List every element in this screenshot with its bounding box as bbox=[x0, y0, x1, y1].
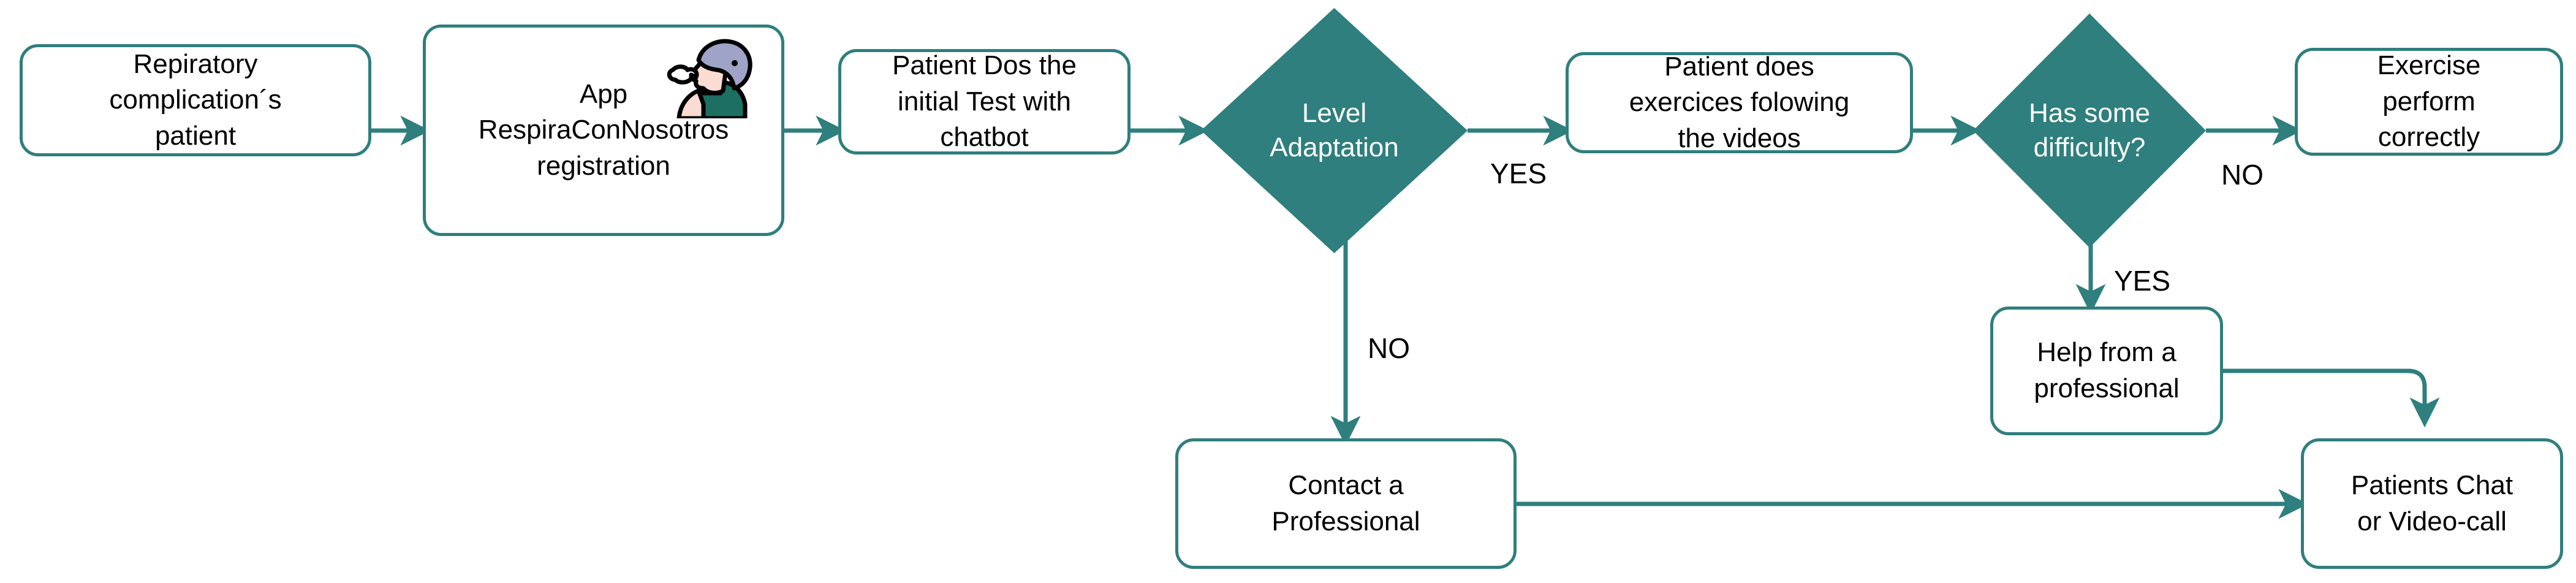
node-level-adaptation[interactable]: Level Adaptation bbox=[1201, 8, 1468, 253]
node-exercise-correct[interactable]: Exercise perform correctly bbox=[2295, 48, 2563, 156]
edge-label-level-no: NO bbox=[1368, 332, 1410, 364]
edge-label-level-yes: YES bbox=[1490, 158, 1547, 189]
edge-label-difficulty-no: NO bbox=[2221, 159, 2263, 191]
edge-help-to-chat bbox=[2223, 368, 2440, 428]
node-does-exercises[interactable]: Patient does exercices folowing the vide… bbox=[1566, 51, 1913, 153]
node-app-registration-label: App RespiraConNosotros registration bbox=[478, 78, 729, 181]
node-contact-professional[interactable]: Contact a Professional bbox=[1175, 438, 1517, 569]
node-exercise-correct-label: Exercise perform correctly bbox=[2377, 50, 2481, 153]
node-start[interactable]: Repiratory complication´s patient bbox=[20, 44, 371, 156]
edge-label-difficulty-yes: YES bbox=[2114, 265, 2171, 297]
node-does-exercises-label: Patient does exercices folowing the vide… bbox=[1629, 51, 1850, 153]
node-contact-professional-label: Contact a Professional bbox=[1271, 470, 1420, 536]
node-start-label: Repiratory complication´s patient bbox=[109, 48, 282, 151]
node-level-adaptation-label: Level Adaptation bbox=[1270, 97, 1399, 162]
breathing-person-icon bbox=[667, 39, 752, 118]
node-help-professional[interactable]: Help from a professional bbox=[1990, 307, 2223, 435]
node-initial-test[interactable]: Patient Dos the initial Test with chatbo… bbox=[838, 49, 1131, 154]
node-has-difficulty[interactable]: Has some difficulty? bbox=[1973, 13, 2206, 248]
node-app-registration[interactable]: App RespiraConNosotros registration bbox=[423, 25, 784, 236]
node-has-difficulty-label: Has some difficulty? bbox=[2028, 97, 2151, 162]
node-help-professional-label: Help from a professional bbox=[2034, 337, 2180, 403]
node-patients-chat-label: Patients Chat or Video-call bbox=[2351, 470, 2513, 536]
node-initial-test-label: Patient Dos the initial Test with chatbo… bbox=[892, 50, 1077, 153]
node-patients-chat[interactable]: Patients Chat or Video-call bbox=[2301, 438, 2563, 569]
